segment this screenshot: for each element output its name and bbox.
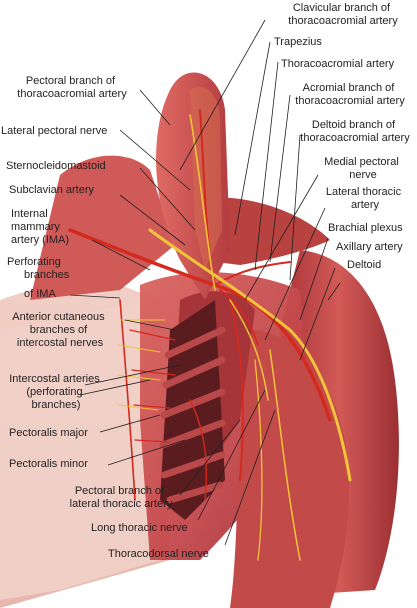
label-clavicular-branch: Clavicular branch of thoracoacromial art… bbox=[288, 2, 398, 27]
label-sternocleidomastoid: Sternocleidomastoid bbox=[6, 160, 106, 172]
label-anterior-cutaneous-line1: Anterior cutaneous bbox=[12, 311, 105, 323]
label-lateral-thoracic-artery-line2: artery bbox=[351, 199, 380, 211]
label-acromial-branch-line2: thoracoacromial artery bbox=[295, 95, 405, 107]
label-brachial-plexus: Brachial plexus bbox=[328, 222, 403, 234]
label-deltoid-branch-line2: thoracoacromial artery bbox=[300, 132, 410, 144]
label-long-thoracic-nerve-line1: Long thoracic nerve bbox=[91, 522, 188, 534]
label-medial-pectoral-nerve: Medial pectoral nerve bbox=[324, 156, 402, 181]
label-clavicular-branch-line2: thoracoacromial artery bbox=[288, 15, 398, 27]
label-subclavian-artery: Subclavian artery bbox=[9, 184, 94, 196]
label-axillary-artery-line1: Axillary artery bbox=[336, 241, 403, 253]
label-pectoralis-minor: Pectoralis minor bbox=[9, 458, 88, 470]
ribs bbox=[159, 326, 226, 504]
label-ima-line2: mammary bbox=[11, 221, 60, 233]
label-thoracoacromial-artery: Thoracoacromial artery bbox=[281, 58, 395, 70]
label-brachial-plexus-line1: Brachial plexus bbox=[328, 222, 403, 234]
label-pectoral-branch-thoracoacromial-line2: thoracoacromial artery bbox=[17, 88, 127, 100]
label-intercostal-arteries: Intercostal arteries (perforating branch… bbox=[9, 373, 103, 411]
label-pectoral-branch-thoracoacromial-line1: Pectoral branch of bbox=[26, 75, 116, 87]
label-anterior-cutaneous-line3: intercostal nerves bbox=[17, 337, 104, 349]
label-ima-line3: artery (IMA) bbox=[11, 234, 69, 246]
label-intercostal-line1: Intercostal arteries bbox=[9, 373, 100, 385]
label-acromial-branch: Acromial branch of thoracoacromial arter… bbox=[295, 82, 405, 107]
label-acromial-branch-line1: Acromial branch of bbox=[303, 82, 396, 94]
label-medial-pectoral-nerve-line1: Medial pectoral bbox=[324, 156, 399, 168]
label-perforating-line2: branches bbox=[24, 269, 70, 281]
label-lateral-thoracic-artery: Lateral thoracic artery bbox=[326, 186, 404, 211]
label-pectoral-branch-lat-line2: lateral thoracic artery bbox=[70, 498, 173, 510]
label-anterior-cutaneous-line2: branches of bbox=[30, 324, 88, 336]
label-pectoral-branch-lat-line1: Pectoral branch of bbox=[75, 485, 165, 497]
label-lateral-pectoral-nerve-line1: Lateral pectoral nerve bbox=[1, 125, 107, 137]
label-perforating-line1: Perforating bbox=[7, 256, 61, 268]
label-pectoral-branch-lateral-thoracic: Pectoral branch of lateral thoracic arte… bbox=[70, 485, 173, 510]
label-pectoralis-major: Pectoralis major bbox=[9, 427, 88, 439]
label-anterior-cutaneous-branches: Anterior cutaneous branches of intercost… bbox=[12, 311, 107, 349]
label-deltoid-line1: Deltoid bbox=[347, 259, 381, 271]
label-lateral-pectoral-nerve: Lateral pectoral nerve bbox=[1, 125, 107, 137]
label-deltoid: Deltoid bbox=[347, 259, 381, 271]
label-subclavian-artery-line1: Subclavian artery bbox=[9, 184, 94, 196]
label-intercostal-line3: branches) bbox=[32, 399, 81, 411]
label-lateral-thoracic-artery-line1: Lateral thoracic bbox=[326, 186, 402, 198]
label-deltoid-branch-line1: Deltoid branch of bbox=[312, 119, 396, 131]
label-long-thoracic-nerve: Long thoracic nerve bbox=[91, 522, 188, 534]
label-deltoid-branch: Deltoid branch of thoracoacromial artery bbox=[300, 119, 410, 144]
leader-lines bbox=[69, 19, 341, 546]
label-medial-pectoral-nerve-line2: nerve bbox=[349, 169, 377, 181]
label-ima-line1: Internal bbox=[11, 208, 48, 220]
label-pectoralis-minor-line1: Pectoralis minor bbox=[9, 458, 88, 470]
label-intercostal-line2: (perforating bbox=[26, 386, 82, 398]
label-pectoral-branch-thoracoacromial: Pectoral branch of thoracoacromial arter… bbox=[17, 75, 127, 100]
label-trapezius: Trapezius bbox=[274, 36, 322, 48]
label-clavicular-branch-line1: Clavicular branch of bbox=[293, 2, 391, 14]
label-thoracodorsal-nerve: Thoracodorsal nerve bbox=[108, 548, 209, 560]
flap-underside bbox=[190, 86, 222, 270]
label-thoracodorsal-nerve-line1: Thoracodorsal nerve bbox=[108, 548, 209, 560]
nerves bbox=[117, 114, 352, 561]
label-internal-mammary-artery: Internal mammary artery (IMA) bbox=[11, 208, 69, 246]
label-trapezius-line1: Trapezius bbox=[274, 36, 322, 48]
label-perforating-line3: of IMA bbox=[24, 288, 56, 300]
label-pectoralis-major-line1: Pectoralis major bbox=[9, 427, 88, 439]
label-perforating-branches-ima: Perforating branches of IMA bbox=[7, 256, 72, 300]
label-sternocleidomastoid-line1: Sternocleidomastoid bbox=[6, 160, 106, 172]
label-axillary-artery: Axillary artery bbox=[336, 241, 403, 253]
label-thoracoacromial-artery-line1: Thoracoacromial artery bbox=[281, 58, 395, 70]
